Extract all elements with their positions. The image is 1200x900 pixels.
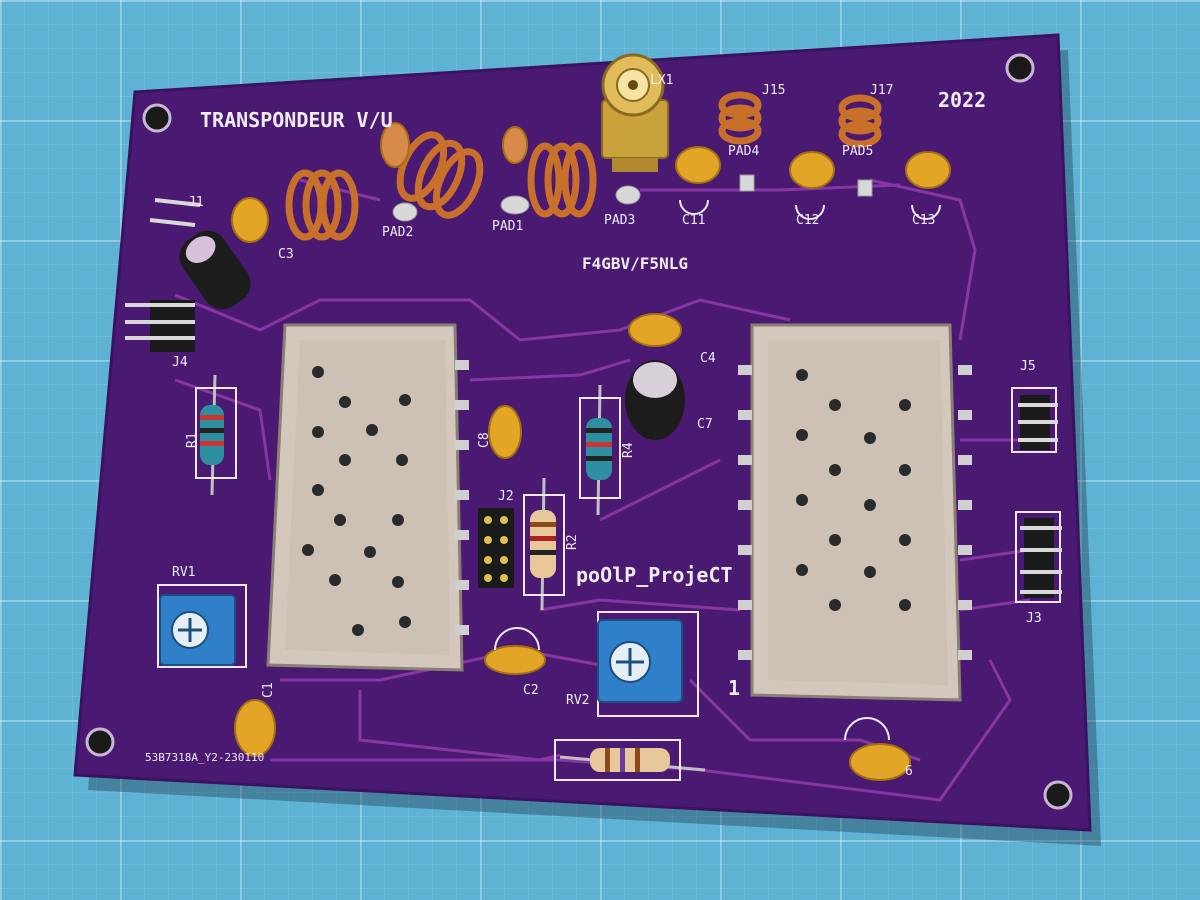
board-title: TRANSPONDEUR V/U — [200, 108, 393, 132]
label-c11: C11 — [682, 213, 706, 228]
pin1-marker: 1 — [728, 676, 741, 700]
label-c2: C2 — [523, 683, 539, 698]
label-c4: C4 — [700, 351, 716, 366]
board-callsigns: F4GBV/F5NLG — [582, 254, 688, 273]
label-c1: C1 — [261, 682, 276, 698]
label-j1: J1 — [188, 195, 204, 210]
label-j3: J3 — [1026, 611, 1042, 626]
label-pad3: PAD3 — [604, 213, 636, 228]
silkscreen-outlines — [195, 199, 941, 781]
rf-modules — [266, 323, 972, 702]
coil-right — [527, 142, 597, 218]
electrolytic-c7 — [625, 360, 685, 440]
label-pad2: PAD2 — [382, 225, 414, 240]
coil-j17 — [838, 94, 882, 148]
capacitor-c4 — [628, 313, 682, 347]
coil-j15 — [718, 91, 762, 145]
label-c6: 6 — [905, 764, 913, 779]
label-rv2: RV2 — [566, 693, 590, 708]
label-c12: C12 — [796, 213, 820, 228]
label-c13: C13 — [912, 213, 936, 228]
capacitor-c12 — [789, 151, 835, 189]
rf-module-right — [738, 323, 972, 702]
label-c7: C7 — [697, 417, 713, 432]
label-j4: J4 — [172, 355, 188, 370]
capacitor-c3 — [231, 197, 269, 243]
label-pad5: PAD5 — [842, 144, 874, 159]
label-j15: J15 — [762, 83, 786, 98]
solder-pads — [392, 174, 873, 222]
label-c3: C3 — [278, 247, 294, 262]
rf-module-left — [266, 323, 469, 672]
header-j5 — [1011, 387, 1058, 453]
coils — [285, 91, 882, 241]
electrolytic-capacitors — [179, 230, 685, 440]
label-r4: R4 — [621, 442, 636, 458]
label-lx1: LX1 — [650, 73, 674, 88]
label-c8: C8 — [477, 432, 492, 448]
label-pad1: PAD1 — [492, 219, 524, 234]
resistor-r4 — [586, 384, 612, 516]
capacitor-c2 — [484, 645, 546, 675]
label-r1: R1 — [185, 432, 200, 448]
header-j4 — [125, 300, 195, 352]
trimmer-rv1 — [157, 584, 247, 668]
label-r2: R2 — [565, 534, 580, 550]
capacitor-c8 — [488, 405, 522, 459]
capacitor-c13 — [905, 151, 951, 189]
header-j2 — [478, 508, 514, 588]
ceramic-capacitors — [231, 122, 951, 781]
capacitor-c11 — [675, 146, 721, 184]
resistor-r2 — [530, 477, 556, 611]
label-pad4: PAD4 — [728, 144, 760, 159]
resistor-bottom — [559, 748, 706, 772]
capacitor-c6 — [849, 743, 911, 781]
resistor-r1 — [200, 374, 224, 496]
mounting-holes — [85, 53, 1073, 810]
capacitor-coil-right — [502, 126, 528, 164]
board-year: 2022 — [938, 88, 987, 112]
capacitor-coil-left — [380, 122, 410, 168]
board-project-name: poOlP_ProjeCT — [576, 563, 733, 587]
coil-left — [285, 169, 359, 241]
label-j17: J17 — [870, 83, 894, 98]
header-j1 — [149, 198, 201, 227]
label-j5: J5 — [1020, 359, 1036, 374]
resistors — [200, 374, 706, 772]
electrolytic-j1 — [179, 230, 251, 310]
sma-connector-lx1 — [601, 53, 669, 172]
label-j2: J2 — [498, 489, 514, 504]
pin-headers — [125, 198, 1062, 603]
header-j3 — [1015, 511, 1062, 603]
board-revision: 53B7318A_Y2-230110 — [145, 751, 265, 764]
trimmer-rv2 — [597, 611, 699, 717]
trimmers — [157, 584, 699, 717]
capacitor-c1 — [234, 699, 276, 757]
label-rv1: RV1 — [172, 565, 196, 580]
